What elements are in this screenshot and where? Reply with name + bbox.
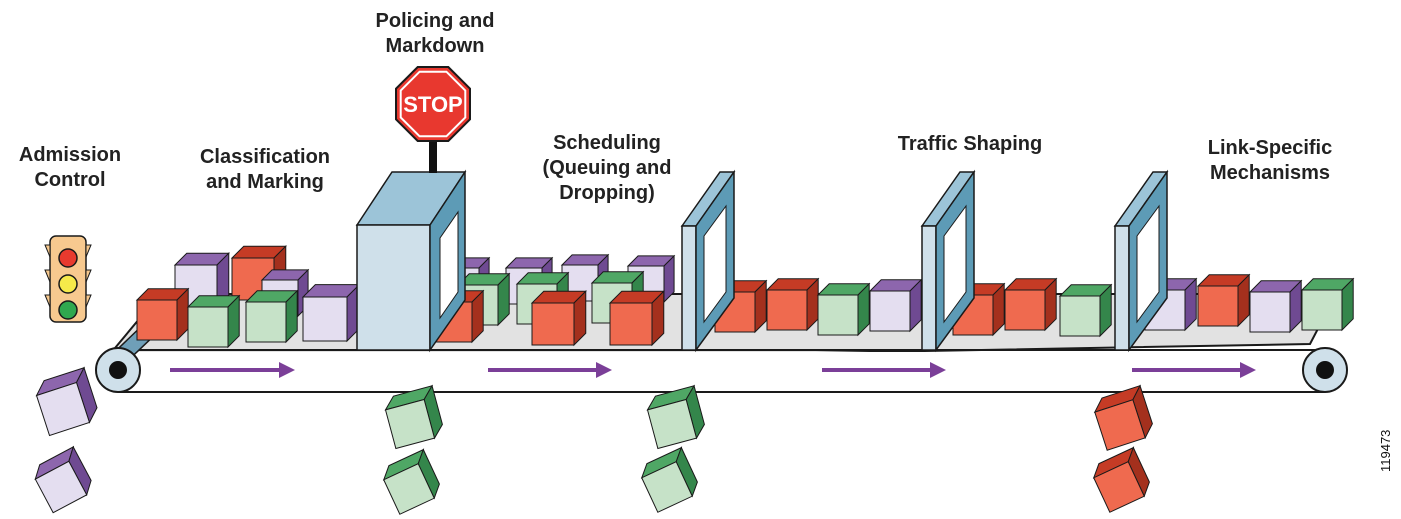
label-admission-control: Admission Control — [0, 143, 140, 193]
dropped-packet-box — [646, 384, 705, 450]
dropped-packet-box — [640, 446, 698, 513]
stop-sign-post — [429, 140, 437, 173]
traffic-light-lamp — [58, 274, 78, 294]
packet-box — [173, 252, 230, 309]
packet-box — [301, 283, 361, 343]
label-line: Traffic Shaping — [897, 133, 1043, 155]
packet-box — [1058, 283, 1113, 338]
dropped-packet-box — [1093, 384, 1153, 451]
dropped-packet-box — [384, 384, 443, 450]
packet-boxes — [135, 245, 1355, 349]
packet-box — [1196, 273, 1251, 328]
stop-sign-text: STOP — [403, 92, 463, 117]
stop-sign: STOP — [395, 66, 471, 173]
stop-sign-border — [399, 70, 467, 138]
label-line: (Queuing and — [542, 157, 672, 179]
dropped-packet — [1092, 446, 1150, 513]
packet-box — [1143, 277, 1198, 332]
packet-box — [816, 282, 871, 337]
label-classification-marking: Classification and Marking — [180, 145, 350, 195]
label-policing-markdown: Policing and Markdown — [355, 9, 515, 59]
label-line: Control — [34, 169, 106, 191]
packet-box — [135, 287, 190, 342]
packet-box — [868, 278, 923, 333]
packet-box — [765, 277, 820, 332]
flow-arrowhead — [596, 362, 612, 378]
stop-sign-octagon — [395, 66, 471, 142]
policing-unit — [355, 169, 467, 353]
link-specific-gate — [1113, 169, 1169, 353]
dropped-packet-box — [382, 448, 440, 515]
packet-box — [608, 290, 665, 347]
label-line: Classification — [199, 146, 331, 168]
traffic-light-lamp — [58, 248, 78, 268]
dropped-packet-box — [35, 366, 98, 437]
dropped-packet — [640, 446, 698, 513]
label-line: Markdown — [385, 35, 485, 57]
flow-arrowhead — [1240, 362, 1256, 378]
flow-arrowhead — [279, 362, 295, 378]
flow-arrowhead — [930, 362, 946, 378]
label-line: Policing and — [375, 10, 495, 32]
label-scheduling: Scheduling (Queuing and Dropping) — [522, 131, 692, 206]
label-line: Link-Specific — [1207, 137, 1333, 159]
packet-box — [1003, 277, 1058, 332]
dropped-packet — [35, 366, 98, 437]
roller-axle — [109, 361, 127, 379]
dropped-packet — [382, 448, 440, 515]
roller-axle — [1316, 361, 1334, 379]
label-link-specific: Link-Specific Mechanisms — [1185, 136, 1355, 186]
label-line: Mechanisms — [1209, 162, 1331, 184]
packet-box — [1248, 279, 1303, 334]
belt-front-band — [118, 352, 1325, 392]
label-line: Dropping) — [559, 182, 655, 204]
signs: STOP — [44, 66, 471, 323]
traffic-light-icon — [44, 235, 92, 323]
label-line: Admission — [18, 144, 122, 166]
scheduling-gate — [680, 169, 736, 353]
packet-box — [244, 289, 299, 344]
traffic-light-lamp — [58, 300, 78, 320]
packet-box — [1300, 277, 1355, 332]
dropped-packet-box — [34, 445, 92, 514]
processing-gates — [355, 169, 1169, 353]
label-traffic-shaping: Traffic Shaping — [880, 132, 1060, 157]
dropped-packet — [646, 384, 705, 450]
dropped-packet — [1093, 384, 1153, 451]
packet-box — [186, 294, 241, 349]
dropped-packet — [384, 384, 443, 450]
label-line: and Marking — [206, 171, 324, 193]
label-line: Scheduling — [553, 132, 661, 154]
dropped-packet-box — [1092, 446, 1150, 513]
shaping-gate — [920, 169, 976, 353]
dropped-packet — [34, 445, 92, 514]
figure-id: 119473 — [1378, 429, 1393, 472]
dropped-packets — [34, 366, 1153, 515]
packet-box — [530, 290, 587, 347]
